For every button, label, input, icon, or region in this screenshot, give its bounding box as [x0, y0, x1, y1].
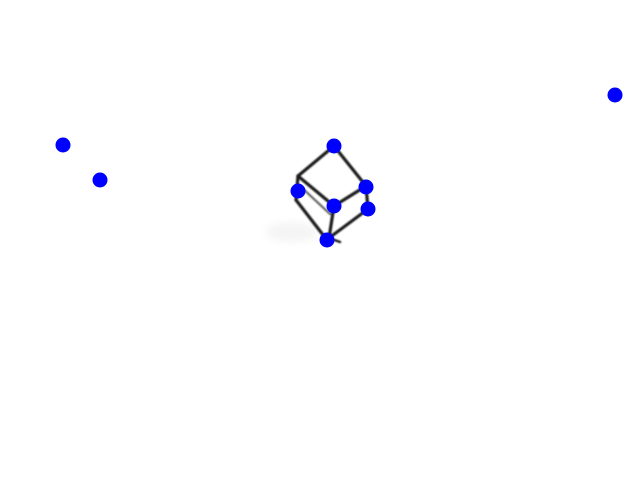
keypoint: [326, 138, 342, 154]
keypoint: [92, 172, 108, 188]
keypoint: [55, 137, 71, 153]
keypoints: [55, 87, 623, 248]
keypoint: [360, 201, 376, 217]
keypoint: [607, 87, 623, 103]
keypoint: [326, 198, 342, 214]
cube-edge: [327, 207, 370, 240]
cube-edge: [294, 198, 329, 242]
cube-edge: [296, 144, 336, 178]
keypoint: [319, 232, 335, 248]
keypoint: [358, 179, 374, 195]
cube-edge: [296, 174, 336, 208]
keypoint: [290, 183, 306, 199]
cube-shadow: [266, 222, 318, 242]
cube-edge: [332, 144, 368, 188]
